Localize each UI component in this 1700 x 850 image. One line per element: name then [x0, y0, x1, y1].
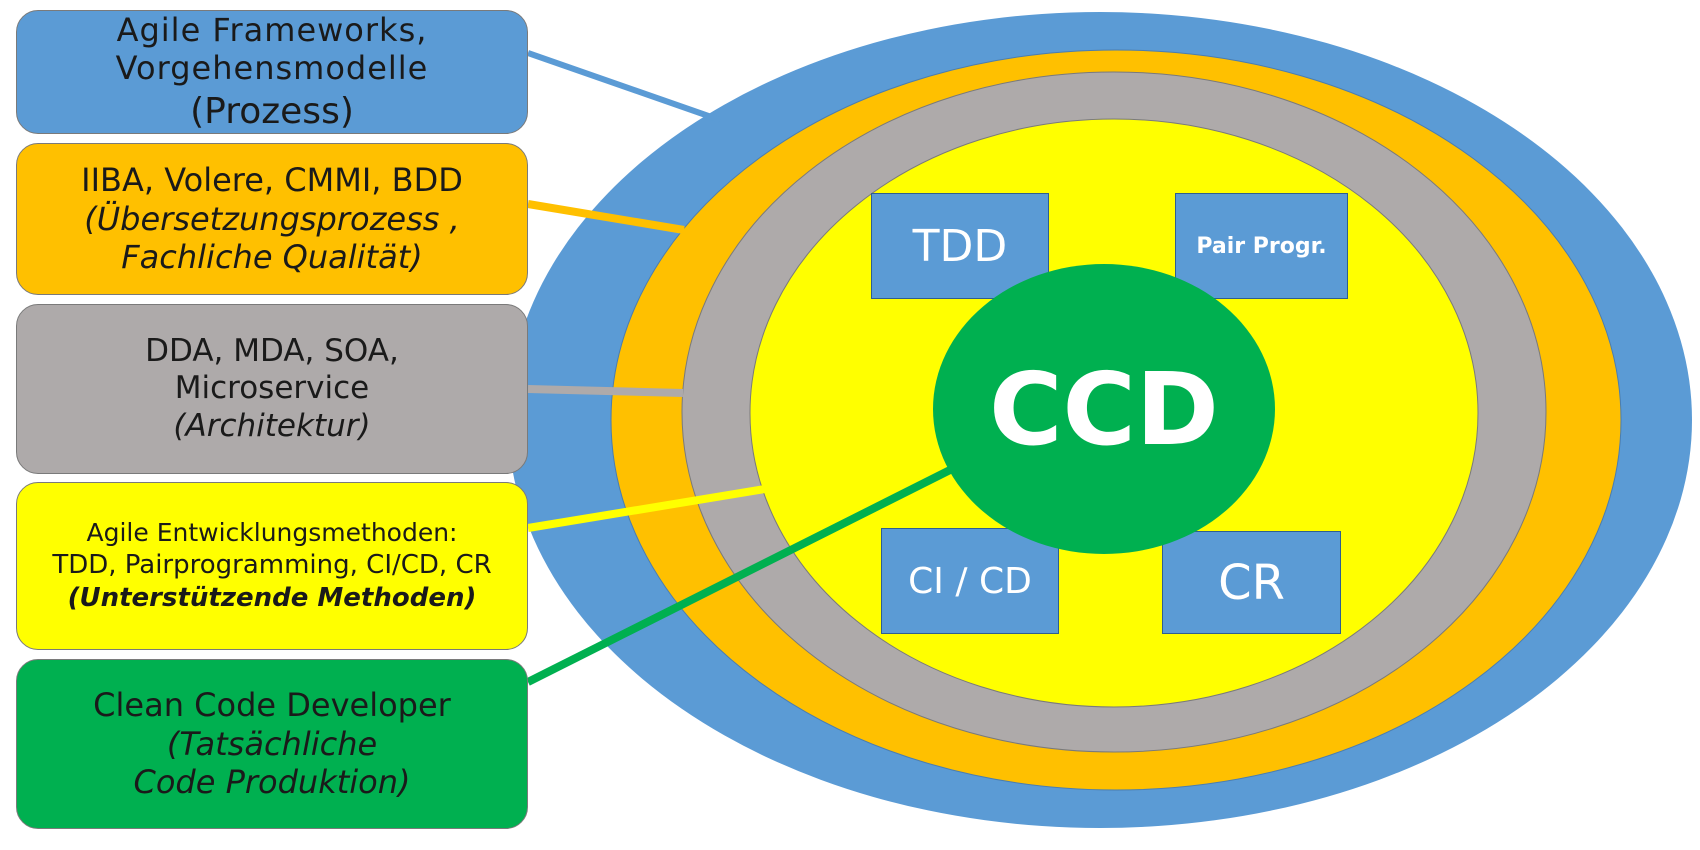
- connector-prozess: [527, 50, 721, 123]
- prozess-line-2: Vorgehensmodelle: [115, 49, 429, 88]
- method-pair-box: Pair Progr.: [1175, 193, 1348, 299]
- center-ccd: CCD: [933, 264, 1275, 554]
- method-cicd-box: CI / CD: [881, 528, 1059, 634]
- code-line-1: Clean Code Developer: [93, 686, 451, 725]
- methoden-line-1: Agile Entwicklungsmethoden:: [86, 517, 458, 547]
- layer-box-code: Clean Code Developer (Tatsächliche Code …: [16, 659, 528, 829]
- method-tdd-box: TDD: [871, 193, 1049, 299]
- layer-box-prozess: Agile Frameworks, Vorgehensmodelle (Proz…: [16, 10, 528, 134]
- code-line-2: (Tatsächliche: [166, 724, 378, 763]
- architektur-line-3: (Architektur): [173, 407, 371, 444]
- prozess-line-1: Agile Frameworks,: [116, 11, 428, 50]
- uebersetzung-line-1: IIBA, Volere, CMMI, BDD: [81, 161, 463, 200]
- layer-box-architektur: DDA, MDA, SOA, Microservice (Architektur…: [16, 304, 528, 474]
- uebersetzung-line-3: Fachliche Qualität): [121, 238, 423, 277]
- connector-methoden: [527, 485, 766, 532]
- methoden-line-3: (Unterstützende Methoden): [67, 583, 477, 613]
- uebersetzung-line-2: (Übersetzungsprozess ,: [84, 199, 460, 238]
- connector-uebersetzung: [527, 200, 685, 234]
- methoden-line-2: TDD, Pairprogramming, CI/CD, CR: [52, 549, 492, 580]
- layer-box-methoden: Agile Entwicklungsmethoden: TDD, Pairpro…: [16, 482, 528, 650]
- layer-box-uebersetzung: IIBA, Volere, CMMI, BDD (Übersetzungspro…: [16, 143, 528, 295]
- architektur-line-2: Microservice: [174, 370, 370, 407]
- architektur-line-1: DDA, MDA, SOA,: [145, 333, 399, 370]
- method-cr-box: CR: [1162, 531, 1341, 634]
- code-line-3: Code Produktion): [133, 763, 411, 802]
- connector-code: [526, 466, 952, 686]
- prozess-line-3: (Prozess): [190, 90, 354, 132]
- connector-architektur: [527, 385, 684, 397]
